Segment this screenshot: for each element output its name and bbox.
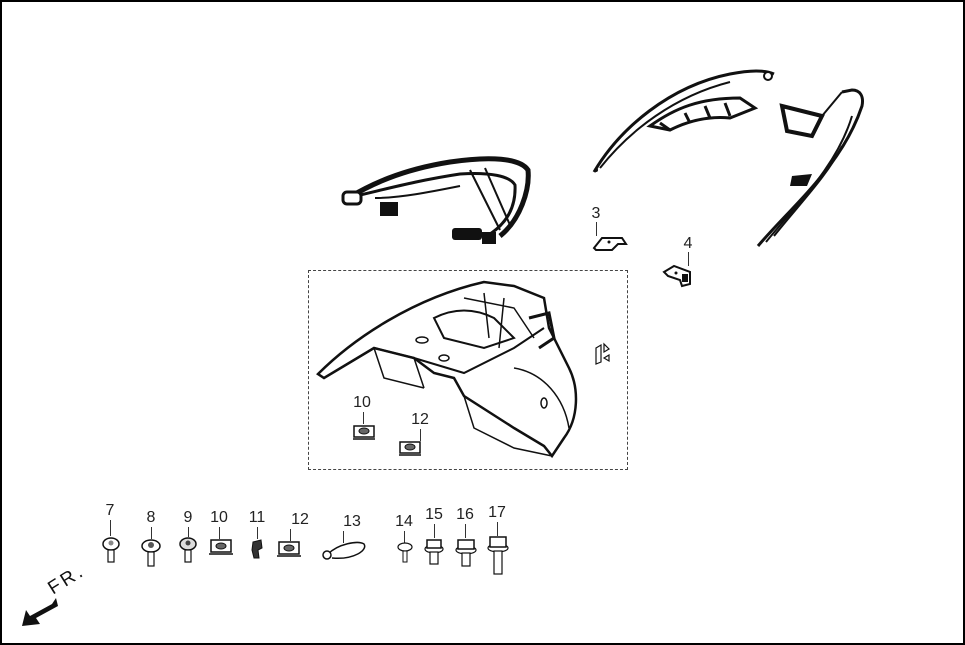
part-14-rivet[interactable] [397, 542, 413, 569]
part-15-flange-bolt[interactable] [424, 536, 444, 571]
hex-bolt-icon [424, 539, 444, 565]
speed-nut-icon [399, 441, 421, 456]
speed-nut-icon [277, 541, 301, 557]
part-7-flange-bolt[interactable] [102, 536, 120, 569]
hex-bolt-icon [487, 536, 509, 575]
box-part-10-speed-nut[interactable] [352, 424, 376, 447]
part-12-speed-nut[interactable] [276, 540, 302, 565]
box-leader-line-10 [363, 412, 364, 424]
leader-line-11 [257, 527, 258, 539]
callout-17: 17 [488, 504, 506, 521]
bracket-icon [592, 237, 628, 251]
callout-13: 13 [343, 513, 361, 530]
grab-rail-drawing [341, 156, 531, 244]
part-17-long-flange-bolt[interactable] [487, 534, 509, 581]
grab-rail-part[interactable] [340, 150, 535, 255]
leader-line-17 [497, 522, 498, 536]
callout-8: 8 [146, 509, 156, 526]
screw-icon [141, 539, 161, 567]
part-8-washer-screw[interactable] [141, 538, 161, 573]
leader-line-10 [219, 527, 220, 539]
label-sticker-icon [595, 342, 610, 365]
clip-bracket-icon [662, 264, 691, 288]
part-3-bracket[interactable] [592, 234, 628, 257]
leader-line-12 [290, 529, 291, 541]
leader-line-14 [404, 531, 405, 543]
box-callout-12: 12 [411, 411, 429, 428]
bolt-icon [102, 537, 120, 563]
side-cover-right-part[interactable] [752, 86, 867, 256]
leader-line-4 [688, 252, 689, 266]
leader-line-13 [343, 531, 344, 543]
callout-4: 4 [683, 235, 693, 252]
part-13-band[interactable] [318, 538, 368, 569]
callout-10: 10 [210, 509, 228, 526]
callout-7: 7 [105, 502, 115, 519]
part-16-flange-bolt[interactable] [455, 536, 477, 573]
leader-line-7 [110, 520, 111, 536]
part-10-speed-nut[interactable] [208, 538, 234, 563]
speed-nut-icon [209, 539, 233, 555]
side-cover-right-drawing [756, 88, 864, 247]
screw-icon [179, 537, 197, 563]
part-11-clip[interactable] [249, 538, 265, 565]
box-leader-line-12 [420, 429, 421, 441]
side-cover-left-part[interactable] [590, 68, 780, 183]
clip-icon [251, 539, 263, 559]
speed-nut-icon [353, 425, 375, 440]
callout-12: 12 [291, 511, 309, 528]
callout-14: 14 [395, 513, 413, 530]
arrow-down-left-icon [22, 598, 58, 626]
leader-line-16 [465, 524, 466, 538]
leader-line-15 [434, 524, 435, 538]
hex-bolt-icon [455, 539, 477, 567]
cable-tie-icon [322, 541, 366, 560]
part-9-tapping-screw[interactable] [179, 536, 197, 569]
callout-9: 9 [183, 509, 193, 526]
side-cover-left-drawing [592, 69, 775, 173]
callout-11: 11 [248, 509, 266, 526]
callout-16: 16 [456, 506, 474, 523]
part-4-clip-bracket[interactable] [662, 262, 694, 293]
box-part-12-speed-nut[interactable] [398, 440, 422, 463]
rear-fender-part[interactable] [314, 278, 584, 468]
caution-label-part[interactable] [594, 342, 612, 371]
front-direction-arrow [20, 596, 60, 633]
rear-fender-drawing [316, 280, 578, 459]
callout-3: 3 [591, 205, 601, 222]
rivet-icon [397, 542, 413, 563]
assembly-box [308, 270, 628, 470]
leader-line-9 [188, 527, 189, 537]
leader-line-8 [151, 527, 152, 539]
callout-15: 15 [425, 506, 443, 523]
leader-line-3 [596, 222, 597, 236]
box-callout-10: 10 [353, 394, 371, 411]
